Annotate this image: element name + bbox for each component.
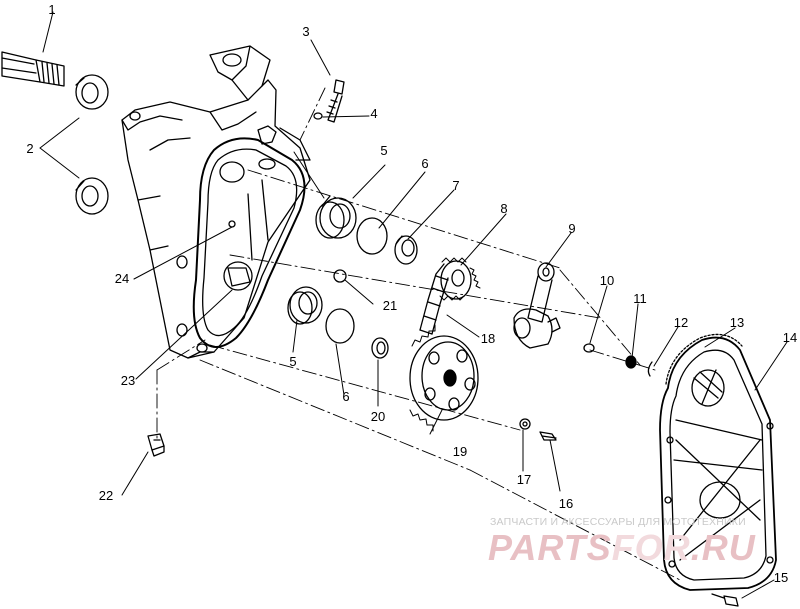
seal-upper [75, 74, 109, 110]
watermark-brand: PARTSFOR.RU [488, 527, 756, 568]
watermark-brand-part1: PARTS [488, 527, 612, 568]
callout-7: 7 [452, 178, 459, 193]
nut-11 [625, 355, 637, 369]
callout-23: 23 [121, 373, 135, 388]
oring-lower [325, 308, 355, 344]
leader-lines [39, 11, 788, 599]
callout-4: 4 [370, 106, 377, 121]
callout-18: 18 [481, 331, 495, 346]
dowel-pin [333, 269, 347, 283]
drive-chain [419, 263, 449, 335]
callout-21: 21 [383, 298, 397, 313]
oring-upper [356, 217, 388, 255]
spacer-ring [394, 235, 418, 265]
watermark-brand-part2: FOR [612, 527, 691, 568]
washer-17 [519, 418, 531, 430]
callout-16: 16 [559, 496, 573, 511]
callout-20: 20 [371, 409, 385, 424]
washer-10 [583, 343, 595, 353]
shaft-part [1, 51, 65, 87]
bearing-upper [315, 195, 357, 239]
clip-12 [647, 361, 653, 377]
locating-pin [228, 220, 236, 228]
chaincase-cover [659, 336, 777, 591]
callout-24: 24 [115, 271, 129, 286]
callout-8: 8 [500, 201, 507, 216]
tensioner-arm [513, 262, 561, 349]
drain-plug [147, 433, 165, 457]
callout-5b: 5 [289, 354, 296, 369]
callout-labels: 1 2 3 4 5 6 7 8 9 10 11 12 13 14 15 16 1… [26, 2, 797, 585]
callout-11: 11 [633, 291, 647, 306]
callout-19: 19 [453, 444, 467, 459]
callout-1: 1 [48, 2, 55, 17]
callout-15: 15 [774, 570, 788, 585]
screw-15 [711, 593, 739, 607]
callout-6a: 6 [421, 156, 428, 171]
callout-10: 10 [600, 273, 614, 288]
watermark: ЗАПЧАСТИ И АКСЕССУАРЫ ДЛЯ МОТОТЕХНИКИ PA… [488, 516, 756, 568]
callout-3: 3 [302, 24, 309, 39]
watermark-brand-part3: .RU [691, 527, 756, 568]
callout-2: 2 [26, 141, 33, 156]
callout-22: 22 [99, 488, 113, 503]
bolt-top [326, 79, 345, 123]
seal-lower [75, 177, 109, 215]
callout-12: 12 [674, 315, 688, 330]
callout-5a: 5 [380, 143, 387, 158]
cover-seal [665, 333, 743, 385]
washer-small [313, 112, 323, 120]
callout-14: 14 [783, 330, 797, 345]
ring-small [371, 337, 389, 359]
callout-9: 9 [568, 221, 575, 236]
callout-6b: 6 [342, 389, 349, 404]
sprocket-upper [439, 257, 481, 301]
bearing-lower [287, 286, 323, 325]
callout-13: 13 [730, 315, 744, 330]
sprocket-lower [409, 324, 479, 432]
callout-17: 17 [517, 472, 531, 487]
bolt-16 [539, 431, 557, 441]
watermark-caption: ЗАПЧАСТИ И АКСЕССУАРЫ ДЛЯ МОТОТЕХНИКИ [490, 516, 746, 528]
chaincase-housing [121, 45, 311, 359]
